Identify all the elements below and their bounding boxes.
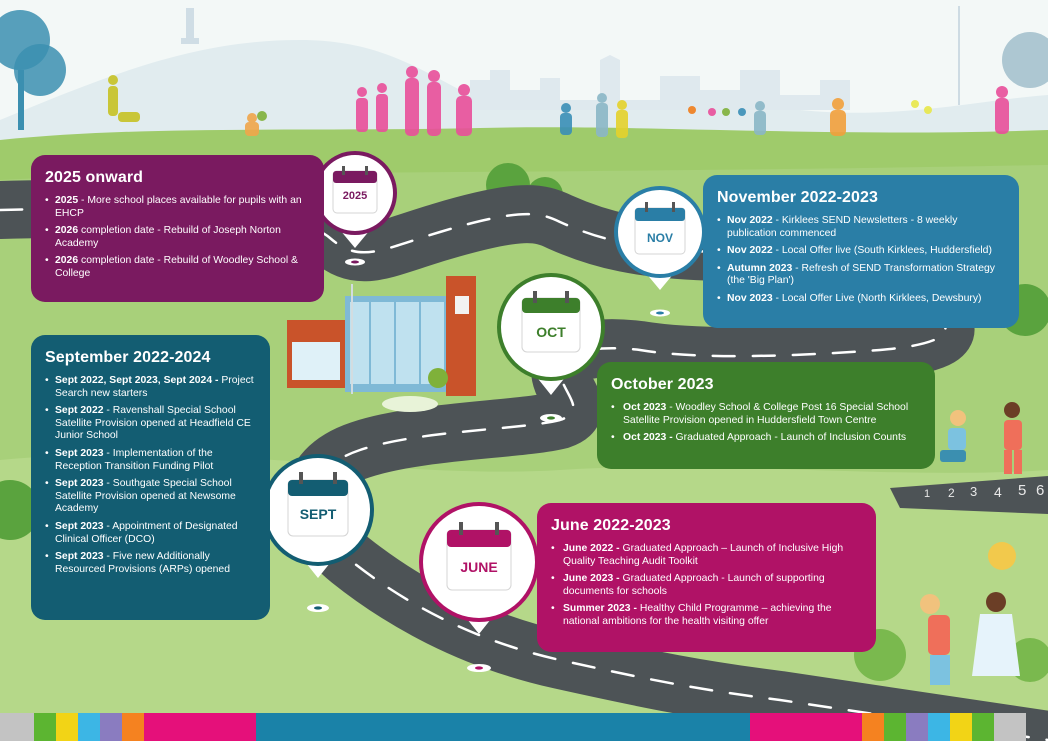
color-block bbox=[928, 713, 950, 741]
color-block bbox=[144, 713, 256, 741]
hopscotch-number: 1 bbox=[924, 488, 931, 500]
color-block bbox=[950, 713, 972, 741]
list-item: 2025 - More school places available for … bbox=[45, 195, 308, 220]
panel-september: September 2022-2024 Sept 2022, Sept 2023… bbox=[31, 335, 270, 620]
school-building-illustration bbox=[287, 276, 476, 412]
hopscotch-number: 5 bbox=[1018, 482, 1027, 499]
color-strip-footer bbox=[0, 713, 1048, 741]
list-item: Nov 2022 - Kirklees SEND Newsletters - 8… bbox=[717, 215, 1003, 240]
hopscotch-number: 4 bbox=[994, 484, 1002, 500]
calendar-label-june: JUNE bbox=[460, 559, 498, 575]
list-item: Nov 2022 - Local Offer live (South Kirkl… bbox=[717, 245, 1003, 258]
color-block bbox=[34, 713, 56, 741]
hopscotch-number: 3 bbox=[970, 484, 978, 499]
calendar-label-nov: NOV bbox=[646, 231, 673, 245]
color-block bbox=[256, 713, 750, 741]
hopscotch-number: 6 bbox=[1036, 482, 1045, 499]
list-item: June 2022 - Graduated Approach – Launch … bbox=[551, 543, 860, 568]
list-item: Sept 2023 - Five new Additionally Resour… bbox=[45, 551, 254, 576]
panel-list: Nov 2022 - Kirklees SEND Newsletters - 8… bbox=[717, 215, 1003, 306]
color-block bbox=[56, 713, 78, 741]
list-item: Sept 2023 - Appointment of Designated Cl… bbox=[45, 521, 254, 546]
color-block bbox=[884, 713, 906, 741]
list-item: Oct 2023 - Graduated Approach - Launch o… bbox=[611, 432, 919, 445]
panel-october: October 2023 Oct 2023 - Woodley School &… bbox=[597, 362, 935, 469]
panel-november: November 2022-2023 Nov 2022 - Kirklees S… bbox=[703, 175, 1019, 328]
color-block bbox=[78, 713, 100, 741]
tower-icon bbox=[186, 8, 194, 42]
panel-list: Sept 2022, Sept 2023, Sept 2024 - Projec… bbox=[45, 375, 254, 576]
list-item: Sept 2022 - Ravenshall Special School Sa… bbox=[45, 405, 254, 443]
calendar-label-2025: 2025 bbox=[342, 190, 368, 202]
color-block bbox=[994, 713, 1026, 741]
calendar-label-oct: OCT bbox=[536, 324, 566, 340]
color-block bbox=[972, 713, 994, 741]
hopscotch-illustration bbox=[890, 476, 1048, 514]
panel-list: 2025 - More school places available for … bbox=[45, 195, 308, 281]
color-block bbox=[906, 713, 928, 741]
list-item: Oct 2023 - Woodley School & College Post… bbox=[611, 402, 919, 427]
list-item: Sept 2023 - Southgate Special School Sat… bbox=[45, 478, 254, 516]
list-item: 2026 completion date - Rebuild of Joseph… bbox=[45, 225, 308, 250]
panel-june: June 2022-2023 June 2022 - Graduated App… bbox=[537, 503, 876, 652]
list-item: 2026 completion date - Rebuild of Woodle… bbox=[45, 255, 308, 280]
color-block bbox=[750, 713, 862, 741]
tree-icon bbox=[0, 10, 66, 130]
panel-title: June 2022-2023 bbox=[551, 517, 671, 534]
list-item: Summer 2023 - Healthy Child Programme – … bbox=[551, 603, 860, 628]
panel-2025-onward: 2025 onward 2025 - More school places av… bbox=[31, 155, 324, 302]
list-item: Sept 2023 - Implementation of the Recept… bbox=[45, 448, 254, 473]
panel-title: September 2022-2024 bbox=[45, 349, 211, 366]
list-item: Sept 2022, Sept 2023, Sept 2024 - Projec… bbox=[45, 375, 254, 400]
list-item: Autumn 2023 - Refresh of SEND Transforma… bbox=[717, 263, 1003, 288]
panel-title: 2025 onward bbox=[45, 169, 144, 186]
color-block bbox=[100, 713, 122, 741]
panel-title: November 2022-2023 bbox=[717, 189, 879, 206]
list-item: Nov 2023 - Local Offer Live (North Kirkl… bbox=[717, 293, 1003, 306]
color-block bbox=[122, 713, 144, 741]
hopscotch-numbers: 1 2 3 4 5 6 bbox=[920, 482, 1048, 510]
list-item: June 2023 - Graduated Approach - Launch … bbox=[551, 573, 860, 598]
color-block bbox=[862, 713, 884, 741]
hopscotch-number: 2 bbox=[948, 486, 955, 500]
panel-list: Oct 2023 - Woodley School & College Post… bbox=[611, 402, 919, 445]
panel-title: October 2023 bbox=[611, 376, 714, 393]
calendar-label-sept: SEPT bbox=[299, 506, 337, 522]
color-block bbox=[0, 713, 34, 741]
panel-list: June 2022 - Graduated Approach – Launch … bbox=[551, 543, 860, 629]
